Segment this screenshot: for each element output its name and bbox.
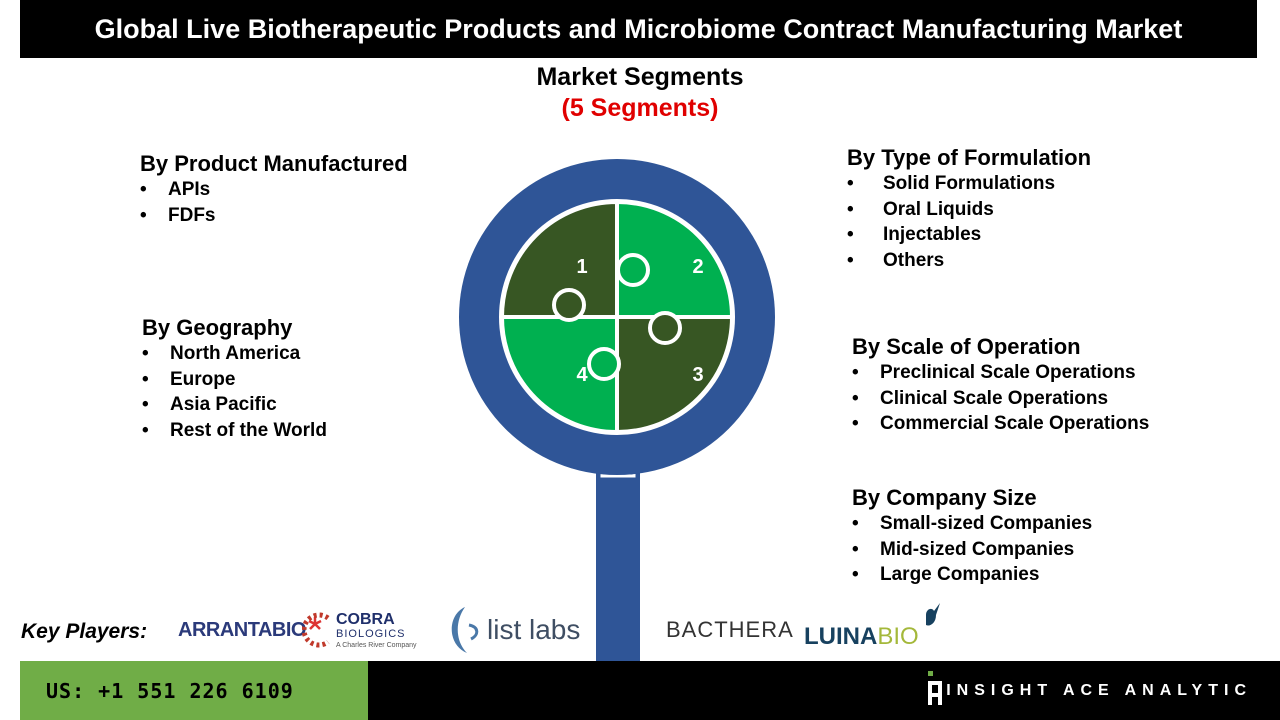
segments-count: (5 Segments) bbox=[561, 94, 719, 122]
segment-item: Clinical Scale Operations bbox=[852, 386, 1149, 412]
puzzle-piece-3 bbox=[615, 315, 735, 435]
phone-contact: US: +1 551 226 6109 bbox=[20, 661, 368, 720]
segment-item: Injectables bbox=[847, 222, 1091, 248]
segment-item: APIs bbox=[140, 177, 408, 203]
segment-item: Mid-sized Companies bbox=[852, 537, 1092, 563]
dotted-c-icon bbox=[302, 612, 330, 648]
title-bar: Global Live Biotherapeutic Products and … bbox=[20, 0, 1257, 58]
key-players-label: Key Players: bbox=[21, 620, 148, 643]
segment-formulation: By Type of Formulation Solid Formulation… bbox=[847, 144, 1091, 273]
segment-item: Solid Formulations bbox=[847, 171, 1091, 197]
segment-title: By Type of Formulation bbox=[847, 145, 1092, 170]
segment-title: By Product Manufactured bbox=[140, 151, 408, 176]
segments-heading: Market Segments bbox=[536, 63, 744, 91]
segment-title: By Company Size bbox=[852, 485, 1037, 510]
footer-bar bbox=[368, 661, 1280, 720]
segment-title: By Geography bbox=[142, 315, 293, 340]
puzzle-number-3: 3 bbox=[692, 364, 703, 386]
segment-item: Rest of the World bbox=[142, 418, 327, 444]
segment-item: Preclinical Scale Operations bbox=[852, 360, 1149, 386]
segment-item: Small-sized Companies bbox=[852, 511, 1092, 537]
segment-item: FDFs bbox=[140, 203, 408, 229]
puzzle-piece-1 bbox=[499, 199, 619, 319]
puzzle-number-1: 1 bbox=[576, 256, 587, 278]
pinwheel-icon bbox=[308, 617, 322, 630]
puzzle-number-2: 2 bbox=[692, 256, 703, 278]
bird-icon bbox=[925, 603, 940, 626]
logo-cobra-biologics: COBRA BIOLOGICS A Charles River Company bbox=[302, 600, 417, 660]
segment-geography: By Geography North America Europe Asia P… bbox=[142, 314, 327, 443]
logo-luinabio: LUINA BIO bbox=[804, 600, 942, 660]
segment-item: Large Companies bbox=[852, 562, 1092, 588]
segment-item: Others bbox=[847, 248, 1091, 274]
logo-list-labs: list labs bbox=[445, 600, 580, 660]
puzzle-number-4: 4 bbox=[576, 364, 588, 386]
magnifier-handle bbox=[596, 470, 640, 662]
segment-product: By Product Manufactured APIs FDFs bbox=[140, 150, 408, 228]
puzzle-piece-4 bbox=[499, 315, 619, 435]
segment-item: Oral Liquids bbox=[847, 197, 1091, 223]
page-title: Global Live Biotherapeutic Products and … bbox=[94, 13, 1183, 44]
segment-item: Europe bbox=[142, 367, 327, 393]
segment-scale: By Scale of Operation Preclinical Scale … bbox=[852, 333, 1149, 437]
puzzle-piece-2 bbox=[615, 199, 735, 319]
insight-ace-logo-icon bbox=[928, 671, 942, 705]
segment-company: By Company Size Small-sized Companies Mi… bbox=[852, 484, 1092, 588]
segment-item: North America bbox=[142, 341, 327, 367]
list-labs-swirl-icon bbox=[451, 607, 479, 653]
logo-arrantabio: ARRANTABIO bbox=[178, 600, 322, 660]
segment-item: Asia Pacific bbox=[142, 392, 327, 418]
brand-name: INSIGHT ACE ANALYTIC bbox=[946, 682, 1252, 699]
segment-item: Commercial Scale Operations bbox=[852, 411, 1149, 437]
logo-bacthera: BACTHERA bbox=[666, 617, 794, 642]
segment-title: By Scale of Operation bbox=[852, 334, 1081, 359]
phone-number: US: +1 551 226 6109 bbox=[46, 678, 294, 703]
